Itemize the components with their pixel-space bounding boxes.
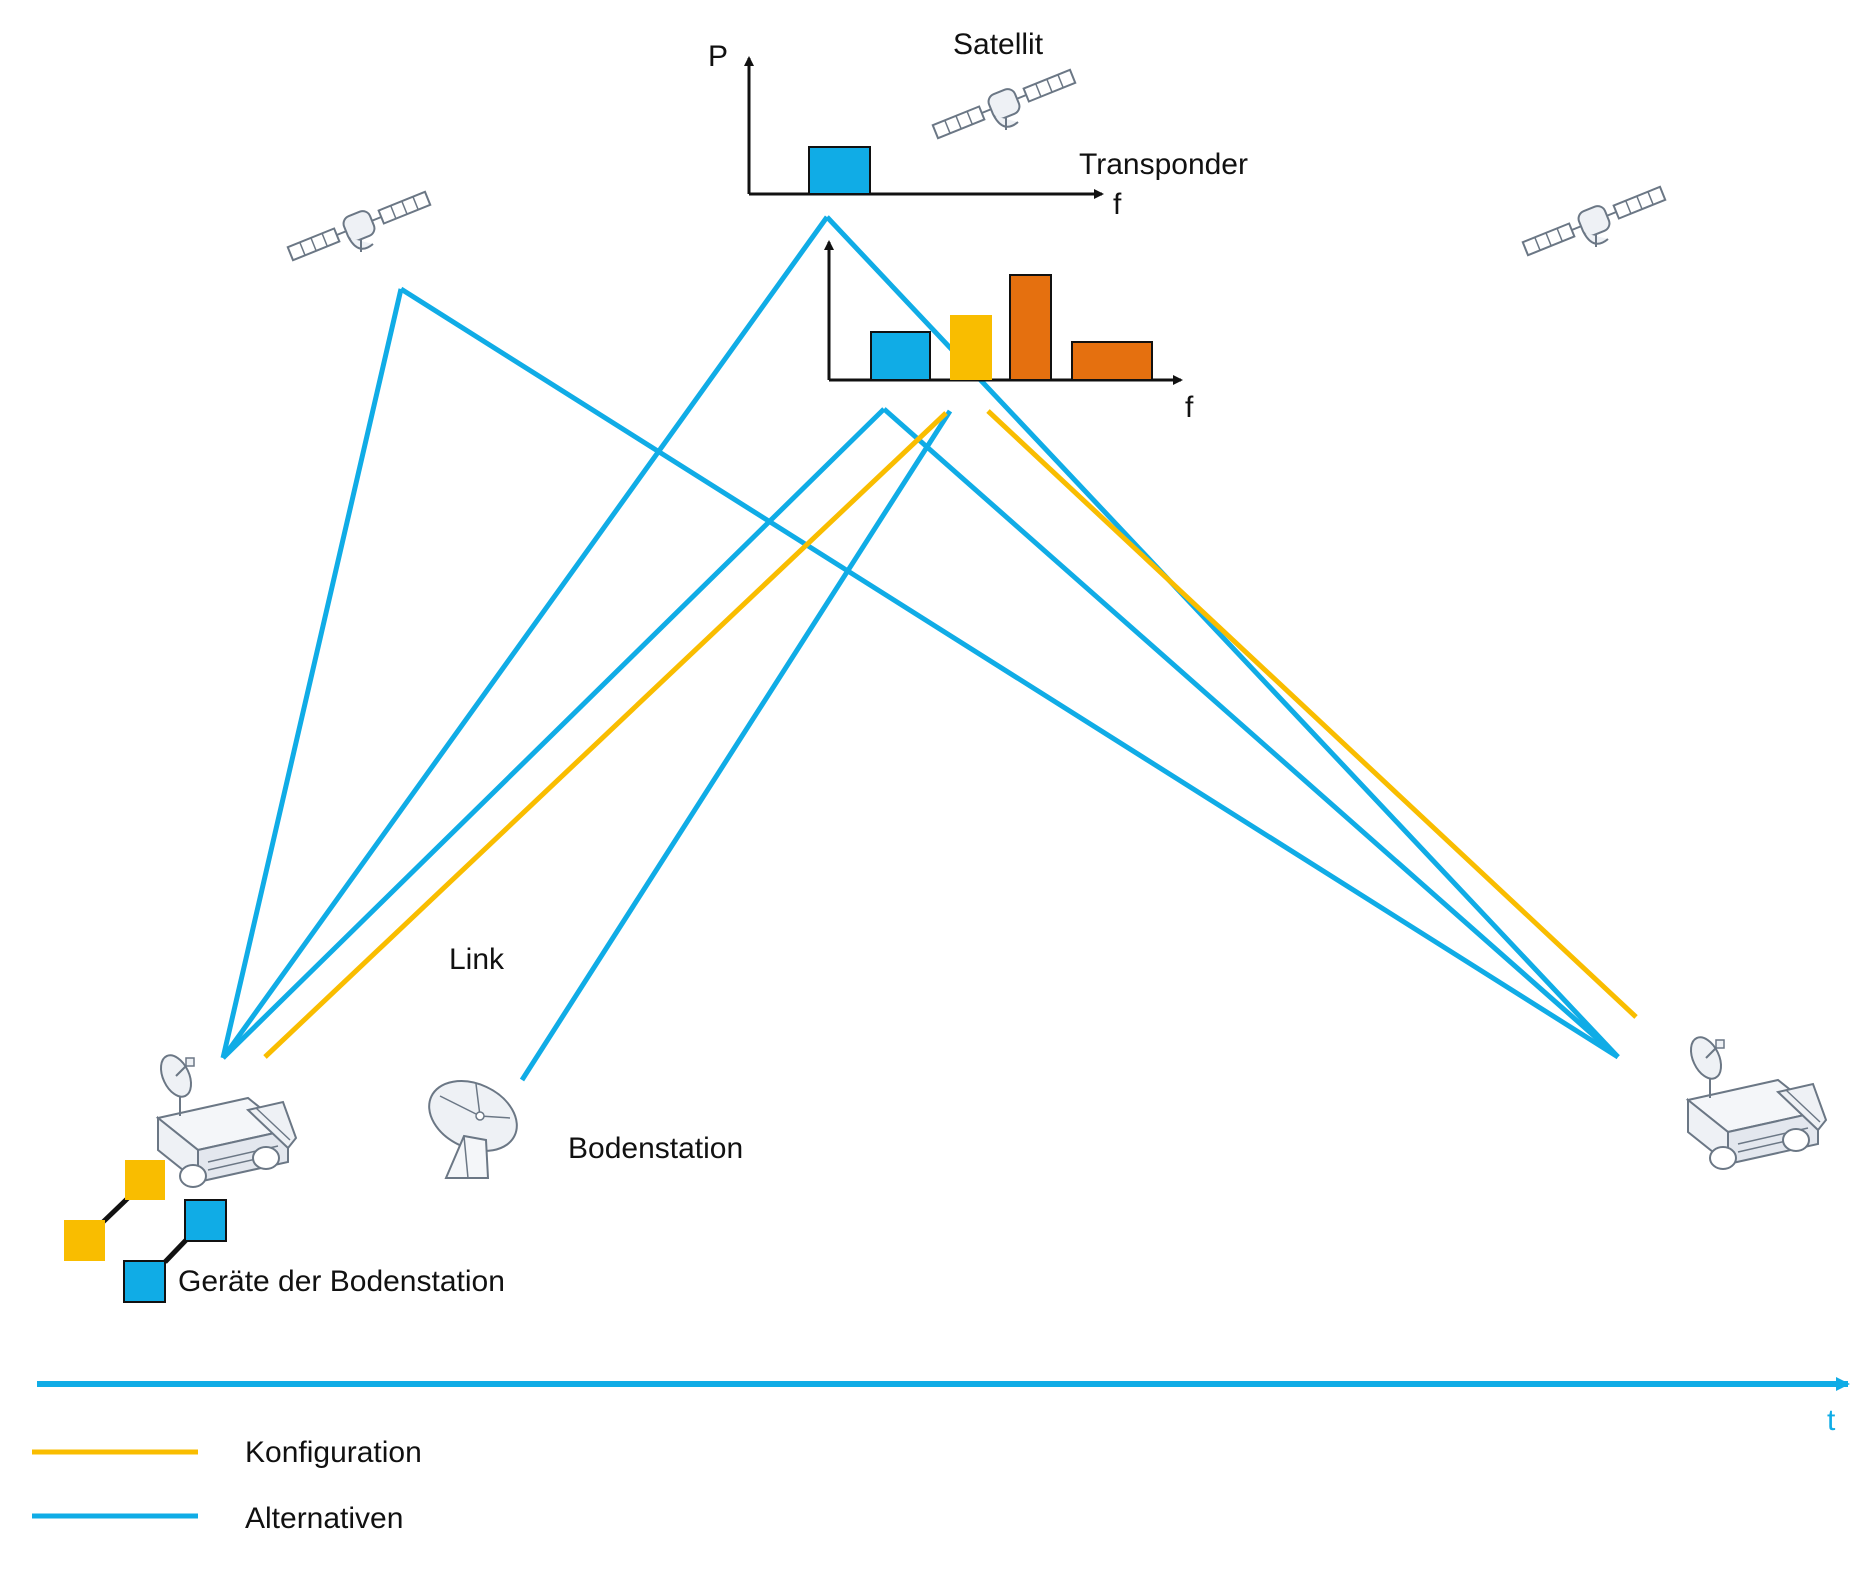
- legend-label-alternatives: Alternativen: [245, 1502, 403, 1535]
- link-alt-ground-station: [519, 409, 953, 1082]
- spectrum-bar-orange-wide: [1071, 341, 1153, 381]
- transponder-label: Transponder: [1079, 148, 1248, 181]
- device-yellow: [125, 1160, 165, 1200]
- satellite-dish-icon: [416, 1066, 530, 1179]
- satellite-icon: [929, 63, 1079, 145]
- link-label: Link: [449, 943, 505, 976]
- satellite-icon: [284, 185, 434, 267]
- sat-truck-icon: [153, 1049, 297, 1188]
- link-alt-transponder-right-truck: [882, 407, 1620, 1059]
- spectrum-bar-blue: [870, 331, 931, 381]
- spectrum-bar-orange-tall: [1009, 274, 1052, 381]
- device-yellow: [64, 1220, 105, 1261]
- transponder-bar: [808, 146, 871, 195]
- legend-label-configuration: Konfiguration: [245, 1436, 422, 1469]
- sat-truck-icon: [1683, 1031, 1827, 1170]
- spectrum-bar-yellow: [950, 315, 992, 380]
- transponder-plot: P f Transponder: [708, 40, 1248, 221]
- link-alt-left-truck-sat-left: [220, 288, 404, 1059]
- link-alt-left-truck-transponder: [221, 407, 886, 1060]
- link-config-right: [986, 409, 1638, 1019]
- spectrum-plot: f: [824, 240, 1194, 424]
- frequency-axis-label-top: f: [1113, 188, 1122, 221]
- satellite-icon: [1519, 180, 1669, 262]
- ground-equipment-label: Geräte der Bodenstation: [178, 1265, 505, 1298]
- satellite-label: Satellit: [953, 28, 1044, 61]
- ground-equipment-devices: Geräte der Bodenstation: [64, 1160, 505, 1303]
- ground-station-label: Bodenstation: [568, 1132, 743, 1165]
- link-alt-sat-center-right-truck: [825, 215, 1620, 1059]
- time-axis-label: t: [1827, 1404, 1836, 1437]
- power-axis-label: P: [708, 40, 728, 73]
- device-blue: [123, 1260, 166, 1303]
- link-config-left: [263, 411, 948, 1059]
- frequency-axis-label-mid: f: [1185, 391, 1194, 424]
- legend: Konfiguration Alternativen: [32, 1436, 422, 1535]
- device-blue: [184, 1199, 227, 1242]
- link-alt-sat-left-right-truck: [399, 286, 1620, 1060]
- link-alt-left-truck-sat-center: [220, 215, 830, 1060]
